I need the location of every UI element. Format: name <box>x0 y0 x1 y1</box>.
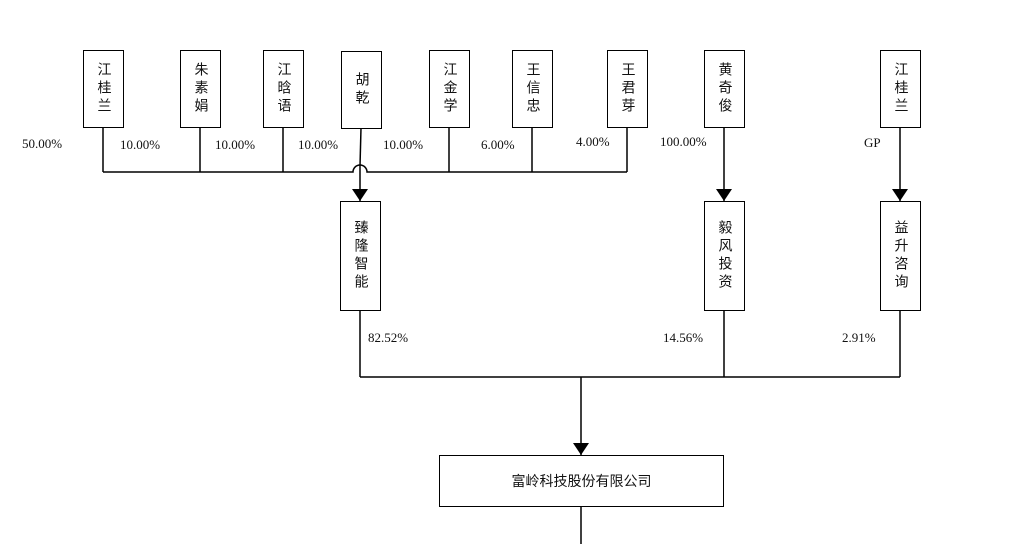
shareholder-box: 江桂兰 <box>880 50 921 128</box>
shareholder-name: 江金学 <box>441 62 458 116</box>
intermediate-name: 益升咨询 <box>892 220 909 292</box>
intermediate-name: 臻隆智能 <box>352 220 369 292</box>
intermediate-name: 毅风投资 <box>716 220 733 292</box>
intermediate-box: 益升咨询 <box>880 201 921 311</box>
ownership-percent: 6.00% <box>481 137 515 152</box>
shareholder-box: 王信忠 <box>512 50 553 128</box>
shareholder-box: 黄奇俊 <box>704 50 745 128</box>
ownership-percent: 10.00% <box>215 137 256 152</box>
ownership-percent: 14.56% <box>663 330 704 345</box>
shareholder-name: 朱素娟 <box>192 62 209 116</box>
ownership-percent: 100.00% <box>660 134 707 149</box>
ownership-percent: 50.00% <box>22 136 63 151</box>
ownership-percent: 4.00% <box>576 134 610 149</box>
shareholder-box: 江晗语 <box>263 50 304 128</box>
shareholder-name: 王信忠 <box>524 62 541 116</box>
ownership-percent: 82.52% <box>368 330 409 345</box>
intermediate-box: 臻隆智能 <box>340 201 381 311</box>
shareholder-name: 江晗语 <box>275 62 292 116</box>
shareholder-box: 王君芽 <box>607 50 648 128</box>
shareholder-name: 江桂兰 <box>95 62 112 116</box>
ownership-percent: 10.00% <box>383 137 424 152</box>
connector-line <box>359 127 362 167</box>
intermediate-box: 毅风投资 <box>704 201 745 311</box>
company-name: 富岭科技股份有限公司 <box>511 474 652 490</box>
shareholder-name: 王君芽 <box>619 62 636 116</box>
ownership-percent: 10.00% <box>120 137 161 152</box>
shareholder-name: 黄奇俊 <box>716 62 733 116</box>
shareholder-name: 胡乾 <box>353 72 370 108</box>
shareholder-box: 朱素娟 <box>180 50 221 128</box>
shareholder-box: 江金学 <box>429 50 470 128</box>
shareholder-name: 江桂兰 <box>892 62 909 116</box>
bus-line <box>103 164 627 173</box>
gp-label: GP <box>864 135 881 150</box>
company-box: 富岭科技股份有限公司 <box>439 455 724 507</box>
shareholder-box: 胡乾 <box>341 51 382 129</box>
ownership-percent: 10.00% <box>298 137 339 152</box>
ownership-percent: 2.91% <box>842 330 876 345</box>
shareholder-box: 江桂兰 <box>83 50 124 128</box>
